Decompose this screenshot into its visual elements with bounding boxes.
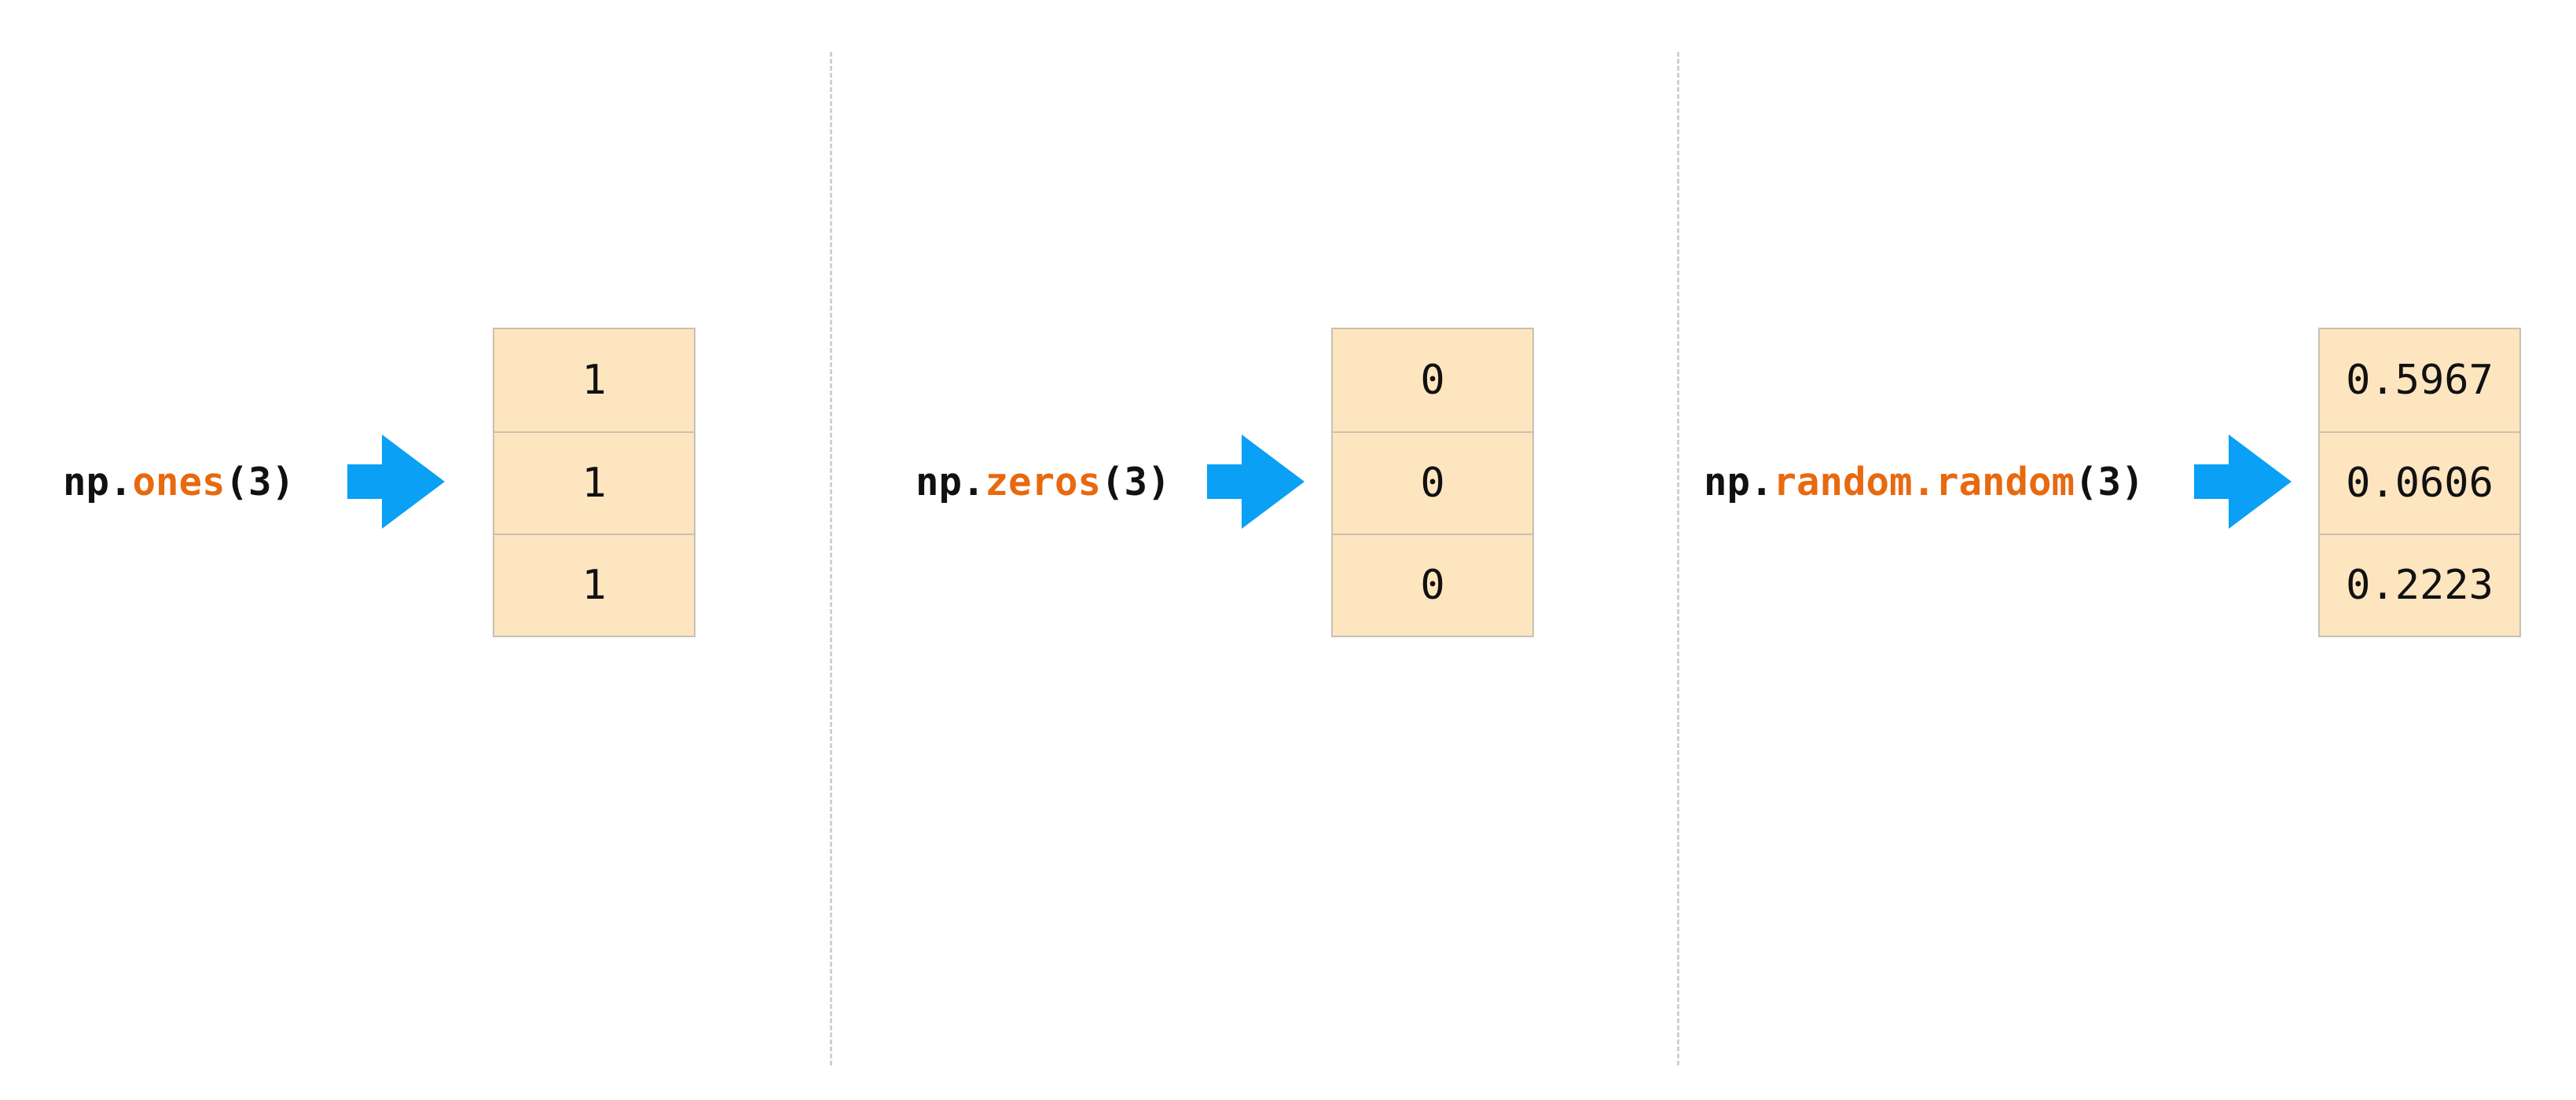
panel-divider-2 — [1677, 52, 1679, 1065]
array-cell: 1 — [494, 431, 694, 534]
code-label-zeros: np.zeros(3) — [916, 459, 1171, 506]
array-cell: 1 — [494, 534, 694, 636]
array-cell: 0.2223 — [2320, 534, 2519, 636]
function-name: zeros — [985, 460, 1102, 504]
result-array-ones: 1 1 1 — [493, 328, 695, 637]
function-name: random.random — [1773, 460, 2075, 504]
code-args: (3) — [225, 460, 295, 504]
panel-divider-1 — [830, 52, 832, 1065]
right-arrow-icon — [347, 434, 445, 529]
array-cell: 0.0606 — [2320, 431, 2519, 534]
array-cell: 1 — [582, 357, 607, 404]
code-prefix: np. — [63, 460, 133, 504]
function-name: ones — [132, 460, 226, 504]
code-label-ones: np.ones(3) — [63, 459, 295, 506]
array-cell: 0 — [1333, 431, 1532, 534]
code-prefix: np. — [1704, 460, 1774, 504]
array-cell: 0 — [1420, 357, 1445, 404]
result-array-zeros: 0 0 0 — [1331, 328, 1534, 637]
result-array-random: 0.5967 0.0606 0.2223 — [2318, 328, 2521, 637]
array-cell: 0 — [1333, 534, 1532, 636]
code-args: (3) — [1101, 460, 1171, 504]
code-args: (3) — [2075, 460, 2145, 504]
right-arrow-icon — [2194, 434, 2292, 529]
right-arrow-icon — [1207, 434, 1305, 529]
array-cell: 0.5967 — [2346, 357, 2493, 404]
code-prefix: np. — [916, 460, 985, 504]
code-label-random: np.random.random(3) — [1704, 459, 2145, 506]
